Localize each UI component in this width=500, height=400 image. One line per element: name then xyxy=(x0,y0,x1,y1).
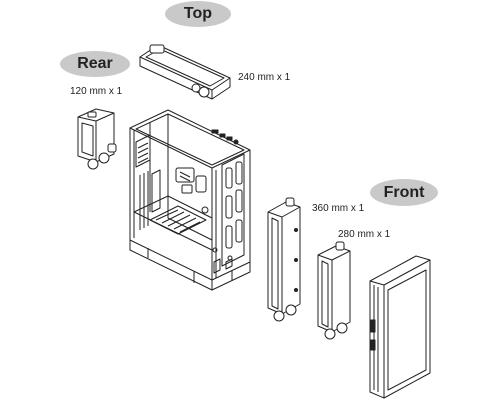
size-label-280: 280 mm x 1 xyxy=(338,229,391,240)
radiator-240-top xyxy=(140,45,230,99)
radiator-360-front xyxy=(268,198,300,321)
pc-case xyxy=(130,110,250,290)
radiator-120-rear xyxy=(78,109,116,169)
section-label-front: Front xyxy=(370,179,438,206)
section-label-top: Top xyxy=(165,1,231,27)
size-label-120: 120 mm x 1 xyxy=(70,86,123,97)
section-label-rear: Rear xyxy=(60,51,130,77)
size-label-360: 360 mm x 1 xyxy=(312,203,365,214)
radiator-280-front xyxy=(318,242,350,339)
size-label-240: 240 mm x 1 xyxy=(238,72,291,83)
front-panel xyxy=(370,256,430,398)
